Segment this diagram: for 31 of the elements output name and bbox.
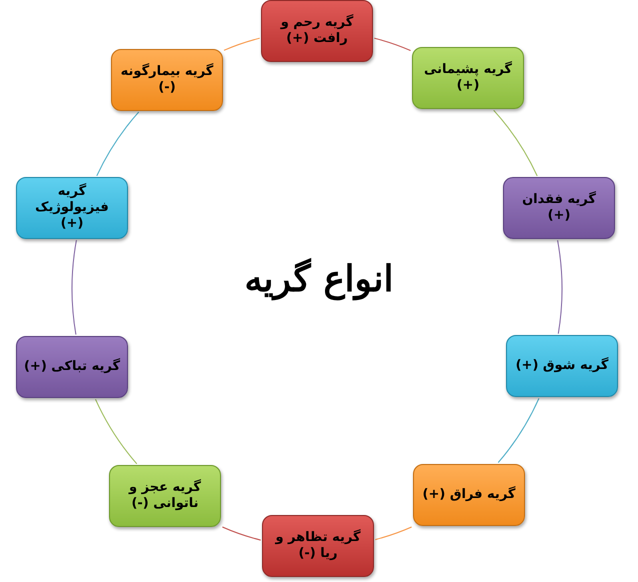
- rounded-box: [412, 47, 524, 109]
- rounded-box: [503, 177, 615, 239]
- rounded-box: [16, 177, 128, 239]
- box-label: گریه تظاهر و ریا (-): [274, 530, 362, 562]
- rounded-box: [506, 335, 618, 397]
- rounded-box: [262, 515, 374, 577]
- connector-arc: [498, 398, 540, 464]
- box-label: گریه بیمارگونه (-): [120, 64, 214, 96]
- connector-arc: [224, 38, 260, 51]
- connector-arc: [72, 240, 77, 336]
- connector-arc: [95, 398, 138, 464]
- box-label: گریه رحم و رافت (+): [279, 14, 354, 48]
- connector-arc: [493, 110, 538, 176]
- box-label: گریه فقدان (+): [521, 192, 597, 224]
- box-label: گریه تباکی (+): [24, 358, 120, 376]
- box-label: گریه فراق (+): [422, 486, 516, 504]
- connector-arc: [557, 240, 562, 334]
- diagram-title: انواع گریه: [244, 258, 394, 300]
- box-label: گریه فیزیولوژیک (+): [34, 184, 110, 232]
- connector-arc: [96, 112, 140, 176]
- rounded-box: [109, 465, 221, 527]
- box-label: گریه عجز و ناتوانی (-): [128, 480, 202, 512]
- connector-arc: [374, 526, 412, 540]
- rounded-box: [16, 336, 128, 398]
- connector-arc: [374, 38, 412, 52]
- rounded-box: [111, 49, 223, 111]
- box-label: گریه شوق (+): [516, 358, 608, 374]
- rounded-box: [413, 464, 525, 526]
- connector-arc: [222, 526, 262, 541]
- rounded-box: [261, 0, 373, 62]
- box-label: گریه پشیمانی (+): [423, 62, 513, 94]
